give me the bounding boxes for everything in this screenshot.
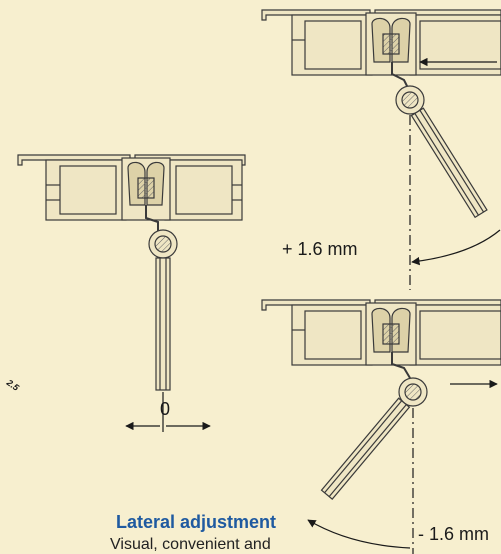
negative-offset-label: - 1.6 mm — [418, 524, 489, 544]
caption-body: Visual, convenient and — [110, 536, 271, 553]
positive-offset-label: + 1.6 mm — [282, 239, 358, 259]
lower-right-profile-assembly — [261, 299, 501, 500]
caption-title: Lateral adjustment — [116, 512, 277, 532]
lower-right-dimension — [307, 379, 498, 554]
center-dimension — [125, 392, 211, 432]
upper-right-profile-assembly — [261, 9, 501, 219]
center-offset-label: 0 — [160, 399, 170, 419]
center-profile-assembly — [17, 154, 246, 391]
upper-right-dimension — [409, 57, 501, 290]
side-mark-label: 2.5 — [4, 377, 22, 394]
caption-block: Lateral adjustment Visual, convenient an… — [0, 500, 501, 554]
